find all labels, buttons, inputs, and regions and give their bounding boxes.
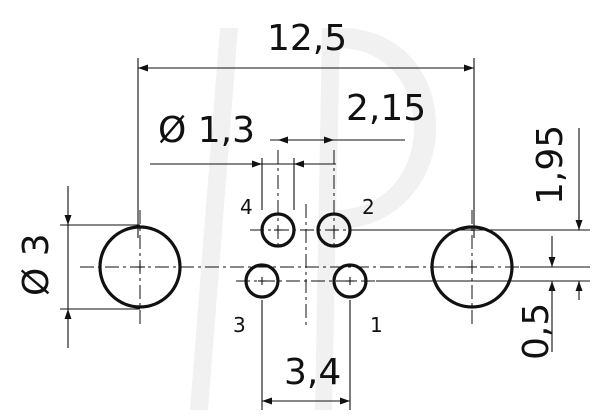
left-mounting-hole [98, 225, 182, 309]
pin-label-2: 2 [362, 195, 375, 219]
dimension-label-3-4: 3,4 [284, 352, 341, 393]
dimension-label-12-5: 12,5 [267, 18, 347, 59]
pin-label-1: 1 [370, 313, 383, 337]
dimension-label-2-15: 2,15 [346, 88, 426, 129]
dimension-label-0-5: 0,5 [516, 303, 557, 360]
dimension-label-dia3: Ø 3 [16, 233, 57, 296]
right-mounting-hole [430, 225, 514, 309]
background-watermark [190, 28, 437, 410]
pin-label-4: 4 [240, 195, 253, 219]
dimension-label-1-95: 1,95 [530, 125, 571, 205]
pin-label-3: 3 [233, 313, 246, 337]
dimension-label-dia1-3: Ø 1,3 [158, 110, 255, 151]
